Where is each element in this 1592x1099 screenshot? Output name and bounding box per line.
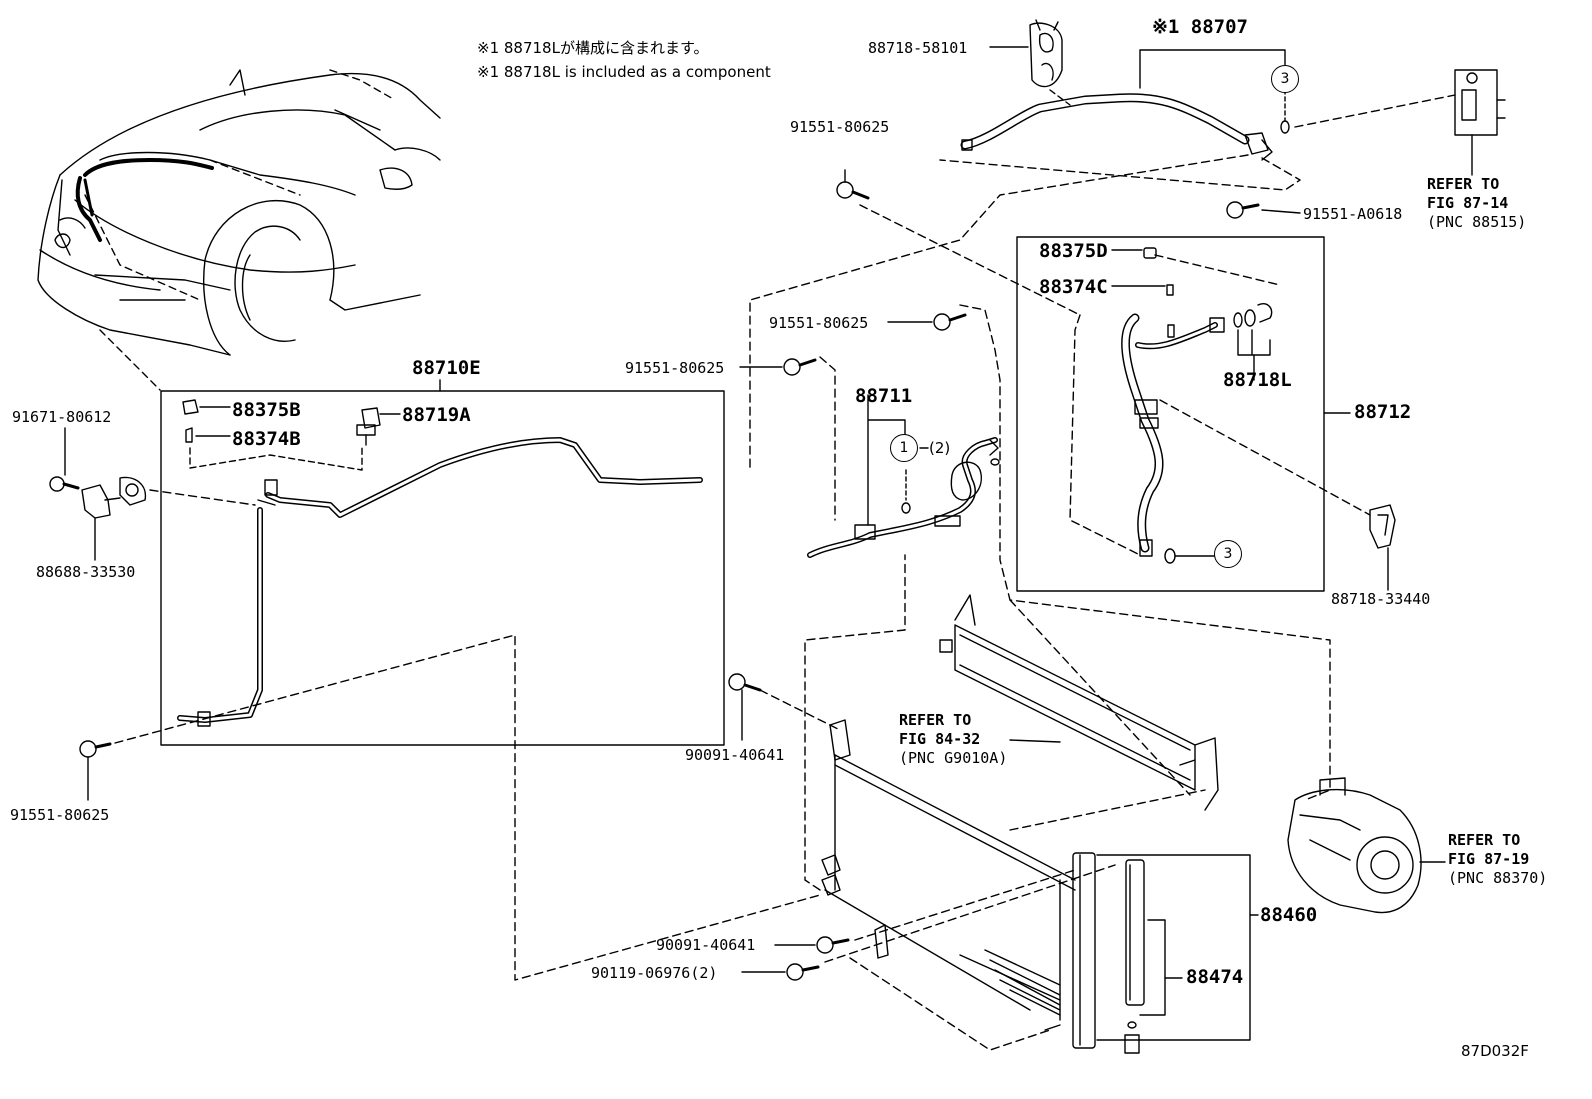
bolt-91551-80625-top — [836, 169, 870, 200]
label-90119-06976: 90119-06976(2) — [591, 964, 718, 982]
label-91551-80625-mid2: 91551-80625 — [625, 359, 725, 377]
label-88711: 88711 — [855, 385, 913, 407]
refer-line1: REFER TO — [1427, 175, 1500, 193]
callout-circle-3-top: 3 — [1271, 65, 1299, 93]
note-jp: ※1 88718Lが構成に含まれます。 — [477, 39, 709, 57]
refer-line3: (PNC 88515) — [1427, 213, 1527, 231]
refer-line2: FIG 84-32 — [899, 730, 981, 748]
bolt-91551-a0618 — [1226, 201, 1260, 219]
expansion-valve — [1454, 69, 1506, 176]
bolt-90091-40641-b — [816, 936, 850, 954]
label-88712: 88712 — [1354, 401, 1412, 423]
callout-circle-1: 1 — [890, 434, 918, 462]
refer-line2: FIG 87-14 — [1427, 194, 1509, 212]
clamp-88718-58101 — [1029, 19, 1071, 106]
condenser-88460 — [821, 719, 1096, 1049]
clamp-88688-33530 — [81, 476, 147, 561]
bolt-91671-80612 — [49, 427, 80, 492]
refer-line1: REFER TO — [899, 711, 972, 729]
radiator-ref — [939, 594, 1219, 811]
label-91671-80612: 91671-80612 — [12, 408, 112, 426]
refer-fig-87-14[interactable]: REFER TO FIG 87-14 (PNC 88515) — [1427, 175, 1526, 232]
figure-code: 87D032F — [1461, 1042, 1529, 1060]
bolt-90091-40641-a — [728, 673, 762, 741]
box-88710e — [160, 390, 725, 746]
refer-line2: FIG 87-19 — [1448, 850, 1530, 868]
label-88375d: 88375D — [1039, 240, 1108, 262]
label-91551-80625-top: 91551-80625 — [790, 118, 890, 136]
hose-88707 — [960, 93, 1273, 161]
clamp-88718-33440 — [1369, 504, 1396, 591]
box-88712 — [1016, 236, 1325, 592]
label-90091-40641-b: 90091-40641 — [656, 936, 756, 954]
label-88374c: 88374C — [1039, 276, 1108, 298]
note-en: ※1 88718L is included as a component — [477, 63, 771, 81]
receiver-dryer-88474 — [1124, 859, 1145, 1054]
bolt-91551-80625-left — [79, 740, 112, 801]
label-88375b: 88375B — [232, 399, 301, 421]
bolt-91551-80625-mid — [933, 313, 967, 331]
label-88474: 88474 — [1186, 966, 1244, 988]
label-88707: ※1 88707 — [1152, 16, 1248, 38]
label-88374b: 88374B — [232, 428, 301, 450]
pipe-88710e — [177, 437, 703, 727]
refer-line3: (PNC G9010A) — [899, 749, 1008, 767]
callout-qty: (2) — [929, 439, 951, 457]
label-88719a: 88719A — [402, 404, 471, 426]
label-91551-a0618: 91551-A0618 — [1303, 205, 1403, 223]
label-88688-33530: 88688-33530 — [36, 563, 136, 581]
label-88710e: 88710E — [412, 357, 481, 379]
refer-fig-87-19[interactable]: REFER TO FIG 87-19 (PNC 88370) — [1448, 831, 1547, 888]
callout-circle-3-bottom: 3 — [1214, 540, 1242, 568]
pipe-88711 — [807, 437, 1000, 558]
label-88718l: 88718L — [1223, 369, 1292, 391]
label-88718-33440: 88718-33440 — [1331, 590, 1431, 608]
vehicle-illustration — [37, 69, 441, 391]
bolt-90119-06976 — [786, 963, 820, 981]
label-90091-40641-a: 90091-40641 — [685, 746, 785, 764]
compressor-ref — [1287, 777, 1422, 914]
bolt-91551-80625-mid2 — [783, 358, 817, 376]
refer-line3: (PNC 88370) — [1448, 869, 1548, 887]
refer-fig-84-32[interactable]: REFER TO FIG 84-32 (PNC G9010A) — [899, 711, 1007, 768]
label-91551-80625-left: 91551-80625 — [10, 806, 110, 824]
label-88718-58101: 88718-58101 — [868, 39, 968, 57]
label-88460: 88460 — [1260, 904, 1318, 926]
refer-line1: REFER TO — [1448, 831, 1521, 849]
hose-88712 — [1121, 313, 1225, 557]
label-91551-80625-mid: 91551-80625 — [769, 314, 869, 332]
